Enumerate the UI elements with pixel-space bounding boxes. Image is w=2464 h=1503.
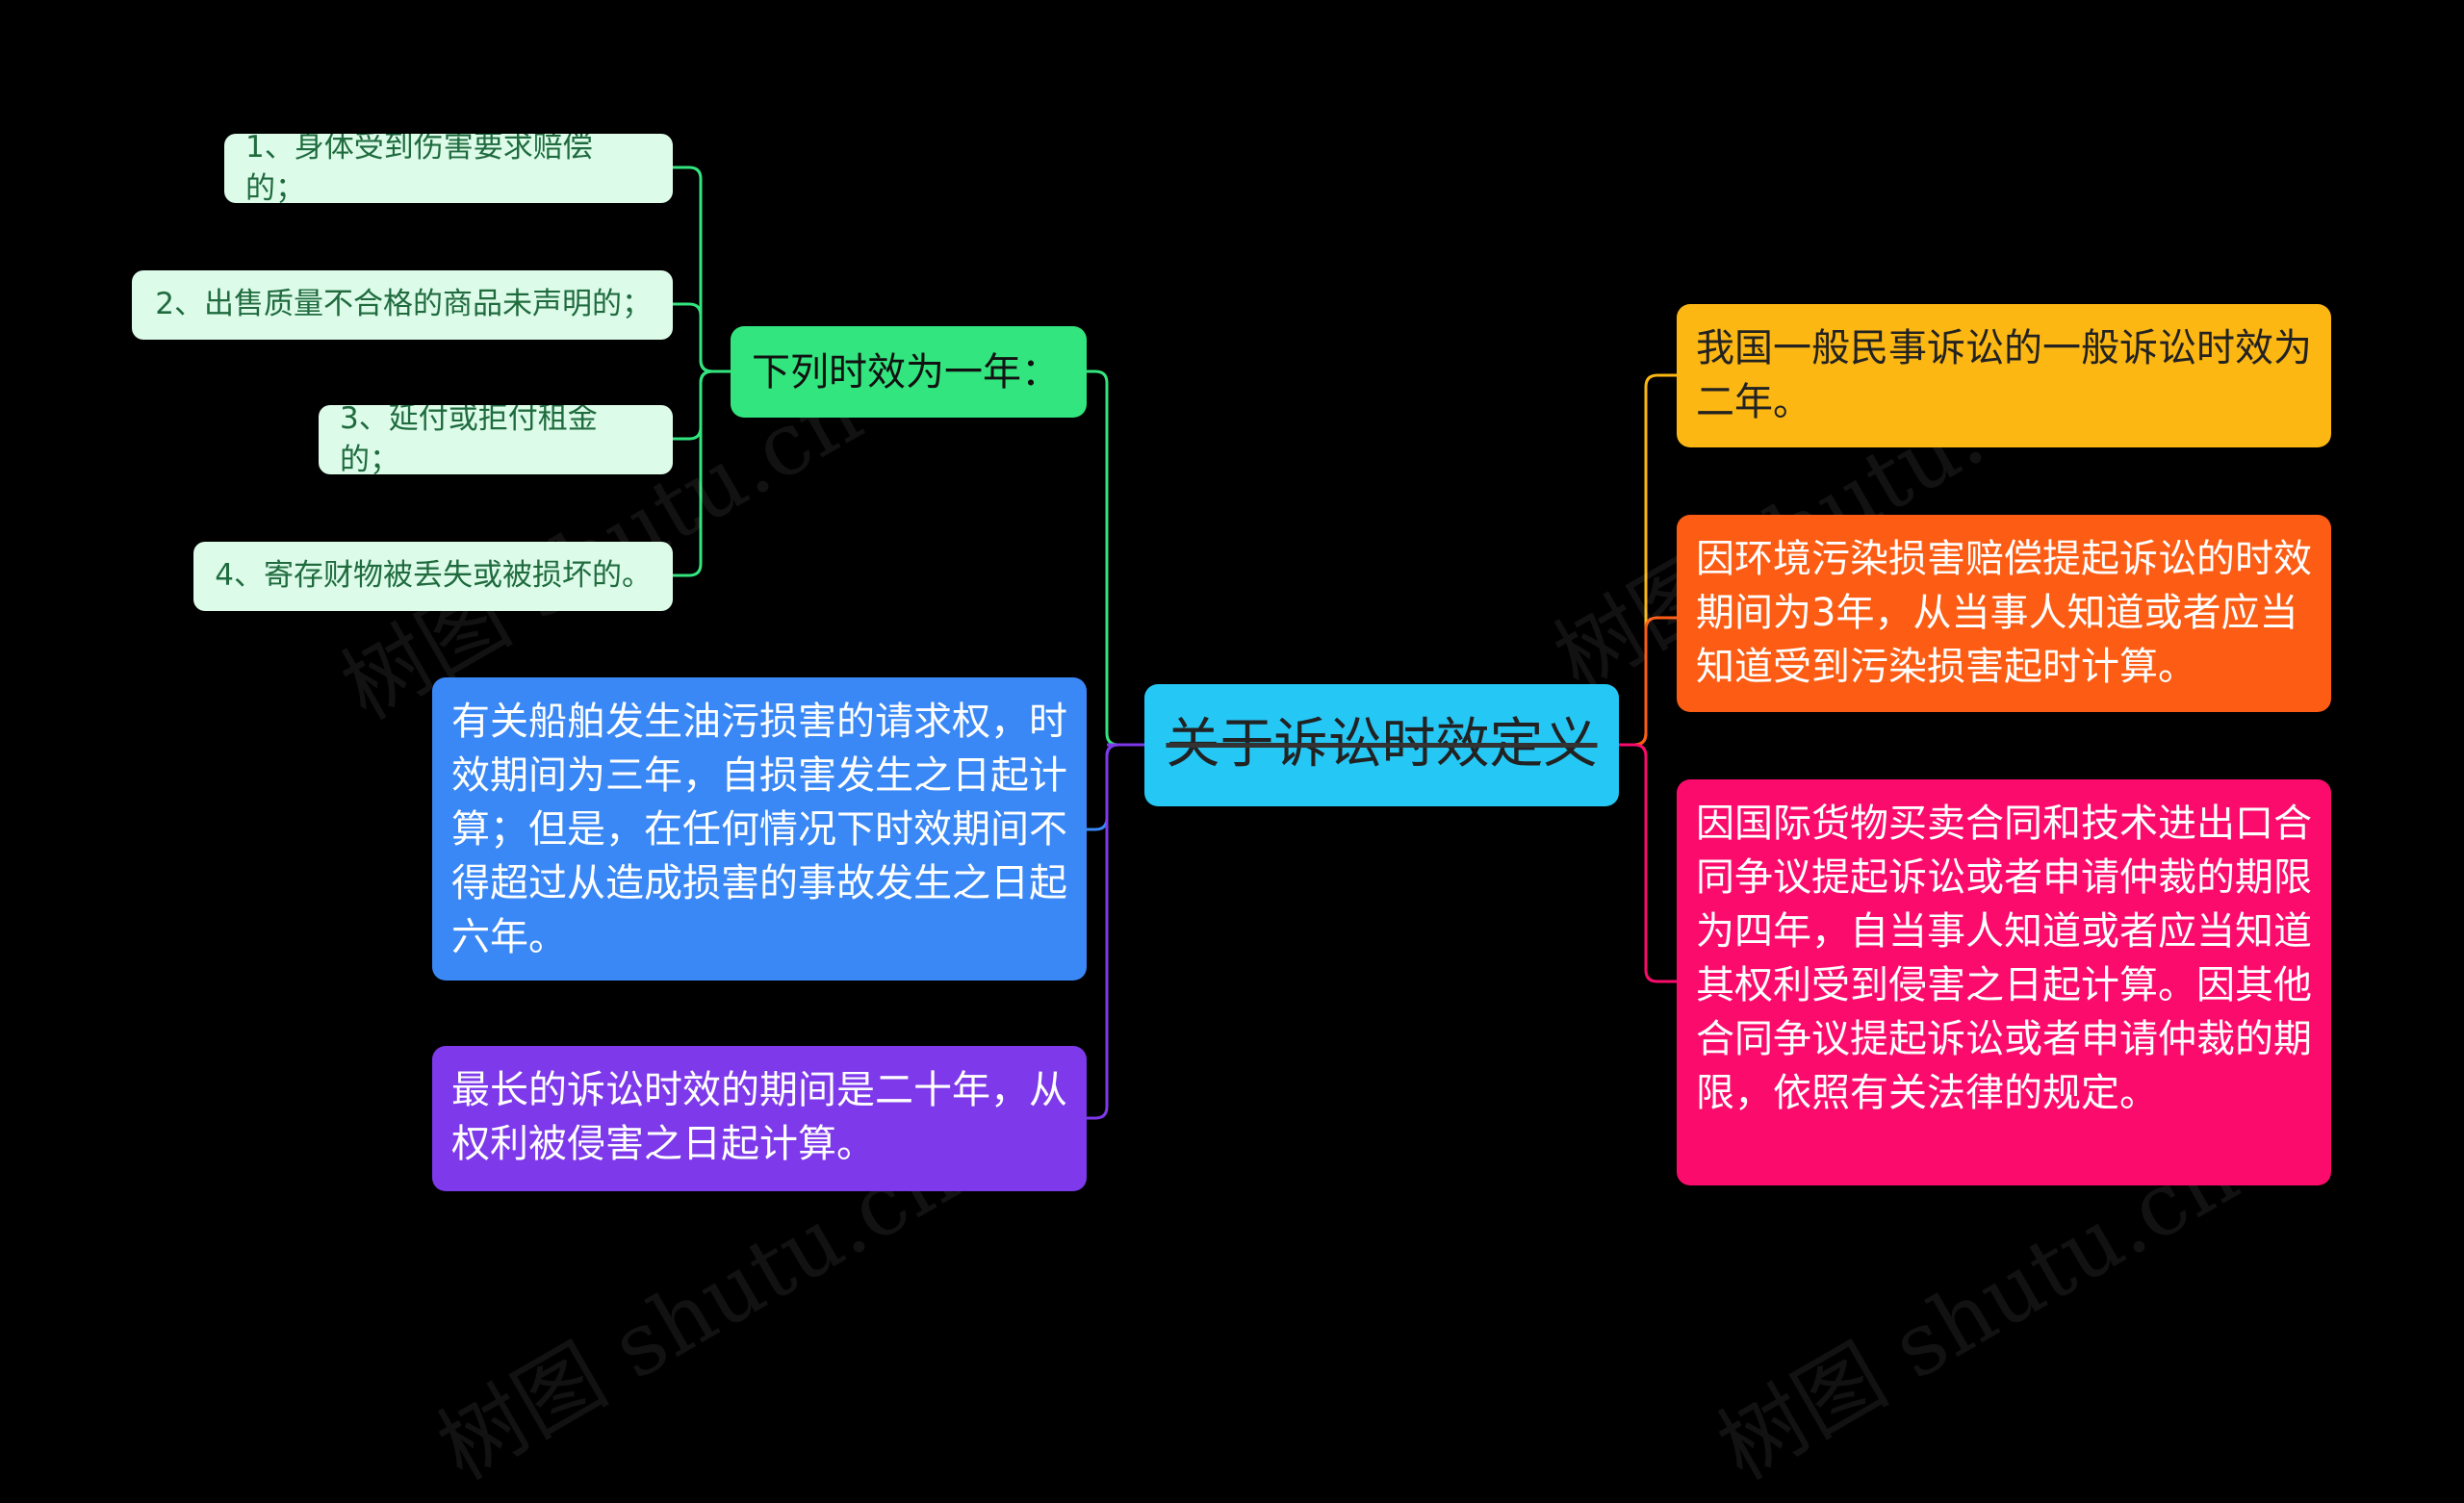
central-topic-label: 关于诉讼时效定义 [1166,713,1598,777]
branch-one-year-label: 下列时效为一年： [752,349,1060,395]
link-center-longest [1087,743,1144,1120]
branch-longest-period-text: 最长的诉讼时效的期间是二十年，从权利被侵害之日起计算。 [451,1068,1067,1166]
leaf-item[interactable]: 3、延付或拒付租金的； [319,405,673,474]
branch-environment-period-text: 因环境污染损害赔偿提起诉讼的时效期间为3年，从当事人知道或者应当知道受到污染损害… [1696,537,2312,689]
central-topic[interactable]: 关于诉讼时效定义 [1144,684,1619,806]
link-center-general [1619,373,1677,747]
leaf-item[interactable]: 1、身体受到伤害要求赔偿的； [224,134,673,203]
branch-ship-oil-pollution-text: 有关船舶发生油污损害的请求权，时效期间为三年，自损害发生之日起计算；但是，在任何… [451,700,1067,959]
branch-environment-period[interactable]: 因环境污染损害赔偿提起诉讼的时效期间为3年，从当事人知道或者应当知道受到污染损害… [1677,515,2331,712]
branch-longest-period[interactable]: 最长的诉讼时效的期间是二十年，从权利被侵害之日起计算。 [432,1046,1087,1191]
leaf-item-label: 2、出售质量不合格的商品未声明的； [155,287,652,322]
link-leaf4 [673,369,731,577]
branch-ship-oil-pollution[interactable]: 有关船舶发生油污损害的请求权，时效期间为三年，自损害发生之日起计算；但是，在任何… [432,677,1087,981]
leaf-item[interactable]: 4、寄存财物被丢失或被损坏的。 [193,542,673,611]
link-center-environment [1619,616,1677,747]
branch-trade-contract-period-text: 因国际货物买卖合同和技术进出口合同争议提起诉讼或者申请仲裁的期限为四年，自当事人… [1696,802,2312,1115]
link-center-group [1087,369,1144,747]
leaf-item-label: 3、延付或拒付租金的； [340,405,598,474]
branch-general-period[interactable]: 我国一般民事诉讼的一般诉讼时效为二年。 [1677,304,2331,447]
leaf-item[interactable]: 2、出售质量不合格的商品未声明的； [132,270,673,340]
leaf-item-label: 1、身体受到伤害要求赔偿的； [245,134,593,203]
leaf-item-label: 4、寄存财物被丢失或被损坏的。 [215,558,652,594]
link-center-ship [1087,743,1144,831]
link-center-trade [1619,743,1677,983]
link-leaf2 [673,302,731,373]
branch-one-year[interactable]: 下列时效为一年： [731,326,1087,418]
connector-lines [673,166,1677,1120]
branch-general-period-text: 我国一般民事诉讼的一般诉讼时效为二年。 [1696,326,2312,424]
branch-trade-contract-period[interactable]: 因国际货物买卖合同和技术进出口合同争议提起诉讼或者申请仲裁的期限为四年，自当事人… [1677,779,2331,1185]
